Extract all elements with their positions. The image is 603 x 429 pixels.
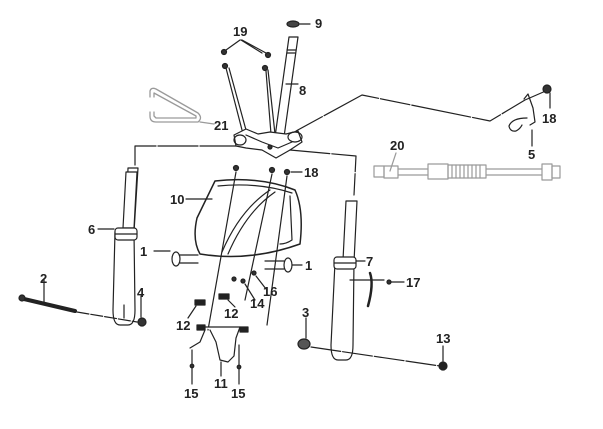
triple-clamp bbox=[233, 128, 303, 159]
part-20-cable bbox=[373, 152, 561, 181]
part-12-pads bbox=[187, 293, 236, 319]
part-13-nut bbox=[438, 345, 448, 371]
throttle-cable bbox=[295, 89, 549, 132]
part-5-bracket bbox=[508, 93, 536, 147]
callout-8: 8 bbox=[299, 83, 307, 98]
callout-19: 19 bbox=[233, 24, 248, 39]
part-21-bracket bbox=[149, 87, 215, 125]
part-17-clip bbox=[366, 271, 405, 308]
part-15-screws bbox=[189, 344, 242, 385]
part-2-axle bbox=[18, 279, 138, 323]
callout-18: 18 bbox=[542, 111, 557, 126]
callout-7: 7 bbox=[366, 254, 374, 269]
part-1-caps bbox=[153, 250, 303, 273]
callout-9: 9 bbox=[315, 16, 323, 31]
callout-2: 2 bbox=[40, 271, 48, 286]
callout-12: 12 bbox=[176, 318, 191, 333]
part-8-steering-stem bbox=[274, 36, 299, 138]
callout-15: 15 bbox=[231, 386, 246, 401]
callout-20: 20 bbox=[390, 138, 405, 153]
callout-11: 11 bbox=[214, 376, 228, 391]
callout-18: 18 bbox=[304, 165, 319, 180]
callout-17: 17 bbox=[406, 275, 421, 290]
part-6-left-fork bbox=[97, 167, 139, 326]
part-14-16-screws bbox=[231, 270, 267, 301]
part-9-nut bbox=[286, 20, 311, 28]
callout-10: 10 bbox=[170, 192, 185, 207]
callout-4: 4 bbox=[137, 285, 145, 300]
part-10-headlight-cover bbox=[185, 178, 302, 258]
callout-14: 14 bbox=[250, 296, 265, 311]
part-3-nut bbox=[297, 317, 441, 367]
callout-3: 3 bbox=[302, 305, 310, 320]
callout-21: 21 bbox=[214, 118, 229, 133]
part-11-bracket bbox=[189, 324, 249, 377]
callout-13: 13 bbox=[436, 331, 451, 346]
part-7-right-fork bbox=[330, 200, 385, 361]
callout-1: 1 bbox=[140, 244, 148, 259]
callout-16: 16 bbox=[263, 284, 278, 299]
part-19-bolts bbox=[220, 39, 276, 135]
part-18-screws-center bbox=[232, 164, 303, 176]
callout-5: 5 bbox=[528, 147, 536, 162]
part-4-nut bbox=[137, 295, 147, 327]
callout-6: 6 bbox=[88, 222, 96, 237]
callout-15: 15 bbox=[184, 386, 199, 401]
callout-1: 1 bbox=[305, 258, 313, 273]
fork-guide-lines bbox=[134, 145, 357, 196]
fastener-rods bbox=[207, 171, 288, 331]
part-18-screw bbox=[542, 84, 552, 109]
callout-12: 12 bbox=[224, 306, 239, 321]
